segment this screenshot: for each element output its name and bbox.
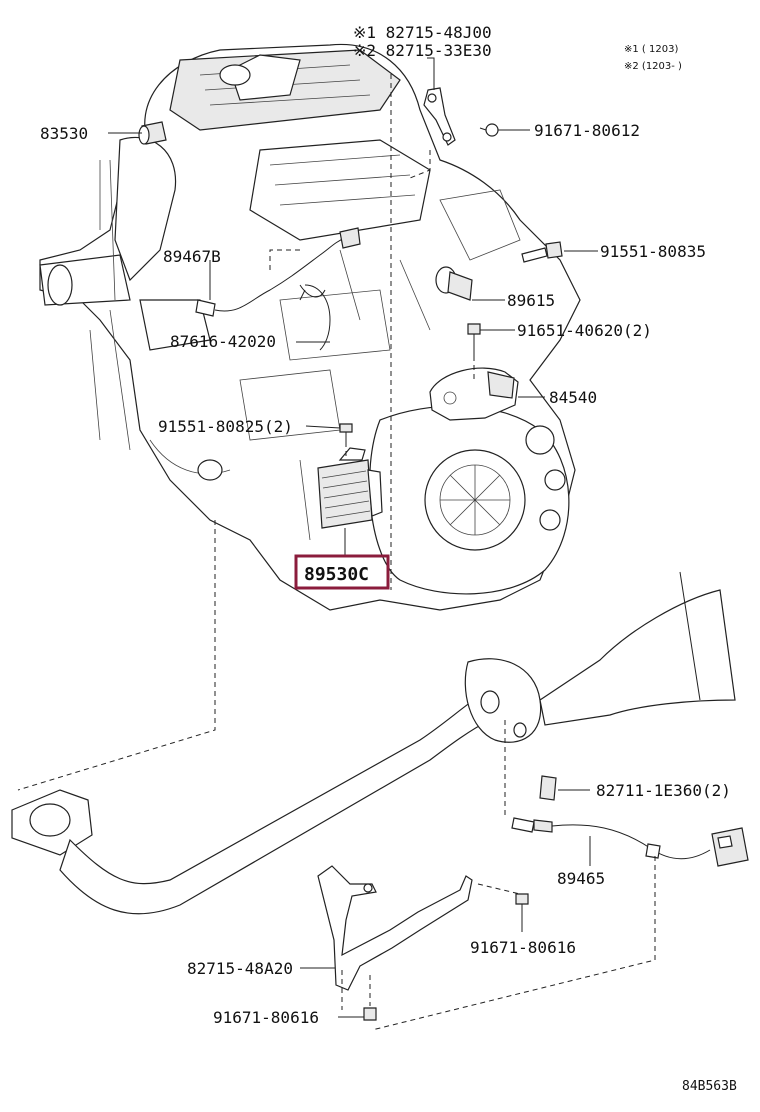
label-91551-80835: 91551-80835 [600,242,706,261]
dashed-connectors [17,74,656,1031]
bolt-91671-80612-part [479,123,499,137]
label-89615: 89615 [507,291,555,310]
bolt-91671-80616-a-part [515,893,529,916]
harness-clamp-part [304,284,331,351]
label-82715-48J00: ※1 82715-48J00 [353,23,492,42]
ecu-89530c-part [317,447,383,529]
note-2: ※2 (1203- ) [624,61,682,72]
label-91551-80825: 91551-80825(2) [158,417,293,436]
part-labels: ※1 82715-48J00 ※2 82715-33E30 ※1 ( 1203)… [40,23,737,1094]
label-87616-42020: 87616-42020 [170,332,276,351]
label-89467B: 89467B [163,247,221,266]
label-89530C: 89530C [304,564,369,585]
label-82715-33E30: ※2 82715-33E30 [353,41,492,60]
label-84540: 84540 [549,388,597,407]
label-89465: 89465 [557,869,605,888]
bolt-91671-80616-b-part [363,1007,377,1021]
label-82715-48A20: 82715-48A20 [187,959,293,978]
highlight-box [294,554,390,590]
oil-pressure-switch-part [138,121,167,145]
engine-transaxle-assembly [39,43,581,611]
exhaust-clip-part [539,775,557,801]
bolt-91551-80825-part [339,423,353,442]
diagram-code: 84B563B [682,1079,737,1094]
exhaust-pipe-assembly [11,571,736,915]
bolt-91651-40620-part [467,323,481,356]
neutral-start-switch-part [429,367,519,421]
label-91671-80616-b: 91671-80616 [213,1008,319,1027]
label-91651-40620: 91651-40620(2) [517,321,652,340]
label-91671-80612: 91671-80612 [534,121,640,140]
bolt-91551-80835-part [521,241,563,263]
knock-sensor-part [435,266,473,301]
air-fuel-sensor-part [195,227,361,317]
note-1: ※1 ( 1203) [624,44,678,55]
label-91671-80616-a: 91671-80616 [470,938,576,957]
wire-bracket-top-part [423,87,456,146]
label-83530: 83530 [40,124,88,143]
label-82711-1E360: 82711-1E360(2) [596,781,731,800]
exhaust-bracket-part [317,865,473,991]
leader-lines [108,57,598,1018]
oxygen-sensor-part [511,817,749,867]
